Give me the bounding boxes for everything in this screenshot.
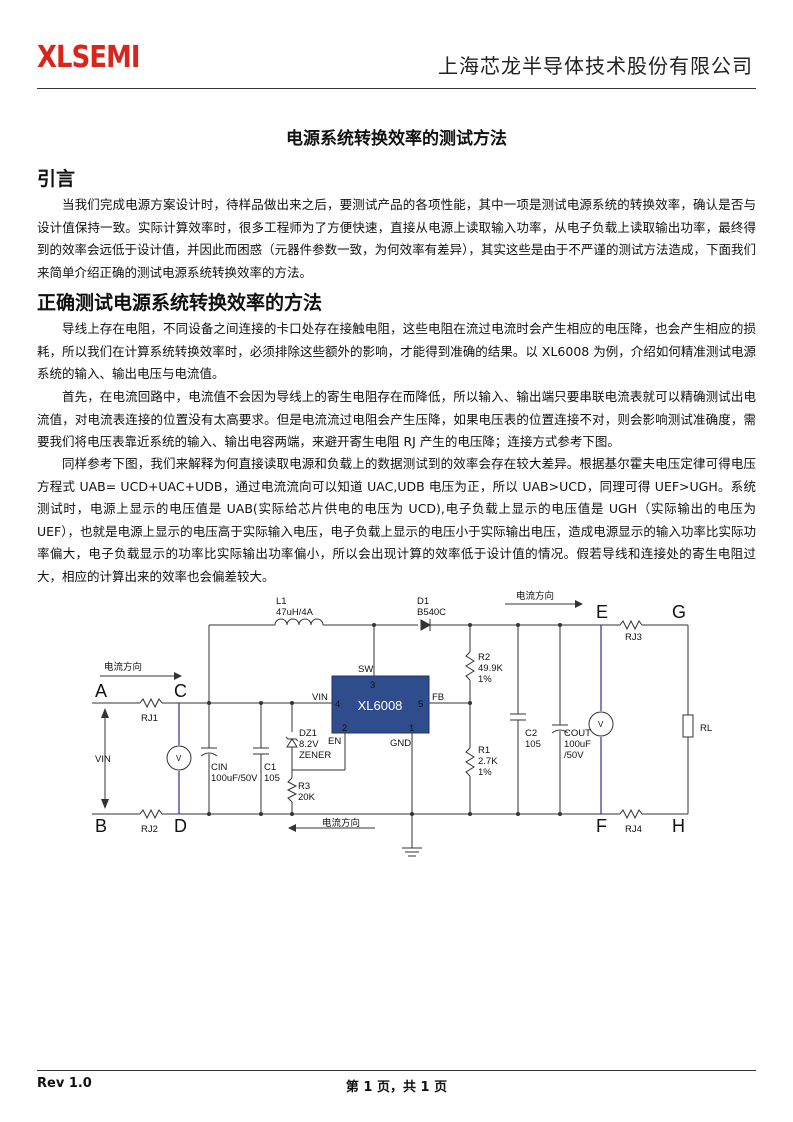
pin-fb-label: FB (432, 692, 444, 703)
c2-value: 105 (525, 739, 541, 750)
pin5-number: 5 (418, 699, 423, 710)
dz1-value: 8.2V (299, 739, 319, 750)
d1-value: B540C (417, 607, 446, 618)
rj3-label: RJ3 (625, 632, 642, 643)
section-heading-method: 正确测试电源系统转换效率的方法 (37, 292, 323, 314)
test-circuit-diagram: A B C D E F G H 电流方向 电流方向 电流方向 VIN RJ1 R… (92, 590, 712, 857)
c1-value: 105 (264, 773, 280, 784)
r3-value: 20K (298, 792, 316, 803)
c1-label: C1 (264, 762, 276, 773)
rj4-label: RJ4 (625, 824, 642, 835)
node-e: E (596, 602, 608, 622)
method-paragraph-3: 同样参考下图，我们来解释为何直接读取电源和负载上的数据测试到的效率会存在较大差异… (37, 456, 756, 584)
c2-label: C2 (525, 728, 537, 739)
current-dir-return: 电流方向 (322, 817, 360, 829)
node-h: H (672, 816, 685, 836)
header-divider (37, 88, 756, 89)
node-f: F (596, 816, 607, 836)
pin1-number: 1 (409, 723, 414, 734)
method-paragraph-1: 导线上存在电阻，不同设备之间连接的卡口处存在接触电阻，这些电阻在流过电流时会产生… (37, 321, 756, 381)
cin-value: 100uF/50V (211, 773, 258, 784)
pin-vin-label: VIN (312, 692, 328, 703)
rl-label: RL (700, 723, 712, 734)
r1-label: R1 (478, 745, 490, 756)
current-dir-in: 电流方向 (104, 661, 142, 673)
r1-tolerance: 1% (478, 767, 492, 778)
document-title: 电源系统转换效率的测试方法 (286, 129, 507, 149)
ic-name: XL6008 (358, 698, 403, 713)
node-b: B (95, 816, 107, 836)
method-paragraph-2: 首先，在电流回路中，电流值不会因为导线上的寄生电阻存在而降低，所以输入、输出端只… (37, 389, 756, 449)
pin-en-label: EN (328, 736, 341, 747)
r2-value: 49.9K (478, 663, 503, 674)
revision-label: Rev 1.0 (37, 1076, 92, 1091)
node-g: G (672, 602, 686, 622)
d1-label: D1 (417, 596, 429, 607)
node-a: A (95, 681, 107, 701)
rj1-label: RJ1 (141, 713, 158, 724)
pin-sw-label: SW (358, 664, 373, 675)
l1-label: L1 (276, 596, 287, 607)
cout-value-2: /50V (564, 750, 584, 761)
pin3-number: 3 (370, 680, 375, 691)
rj2-label: RJ2 (141, 824, 158, 835)
cout-value: 100uF (564, 739, 591, 750)
page-number: 第 1 页，共 1 页 (345, 1080, 448, 1095)
pin2-number: 2 (342, 723, 347, 734)
r2-label: R2 (478, 652, 490, 663)
pin-gnd-label: GND (390, 738, 411, 749)
voltmeter-out-symbol: V (598, 720, 604, 729)
current-dir-out: 电流方向 (516, 590, 554, 602)
company-logo: XLSEMI (37, 40, 141, 75)
node-d: D (174, 816, 187, 836)
vin-label: VIN (95, 754, 111, 765)
pin4-number: 4 (335, 699, 340, 710)
voltmeter-in-symbol: V (176, 754, 182, 763)
cout-label: COUT (564, 728, 591, 739)
cin-label: CIN (211, 762, 228, 773)
company-name: 上海芯龙半导体技术股份有限公司 (438, 54, 753, 78)
intro-paragraph: 当我们完成电源方案设计时，待样品做出来之后，要测试产品的各项性能，其中一项是测试… (37, 197, 756, 280)
footer-divider (37, 1070, 756, 1071)
node-c: C (174, 681, 187, 701)
dz1-type: ZENER (299, 750, 331, 761)
r2-tolerance: 1% (478, 674, 492, 685)
l1-value: 47uH/4A (276, 607, 314, 618)
section-heading-intro: 引言 (37, 168, 76, 190)
dz1-label: DZ1 (299, 728, 317, 739)
r3-label: R3 (298, 781, 310, 792)
r1-value: 2.7K (478, 756, 498, 767)
